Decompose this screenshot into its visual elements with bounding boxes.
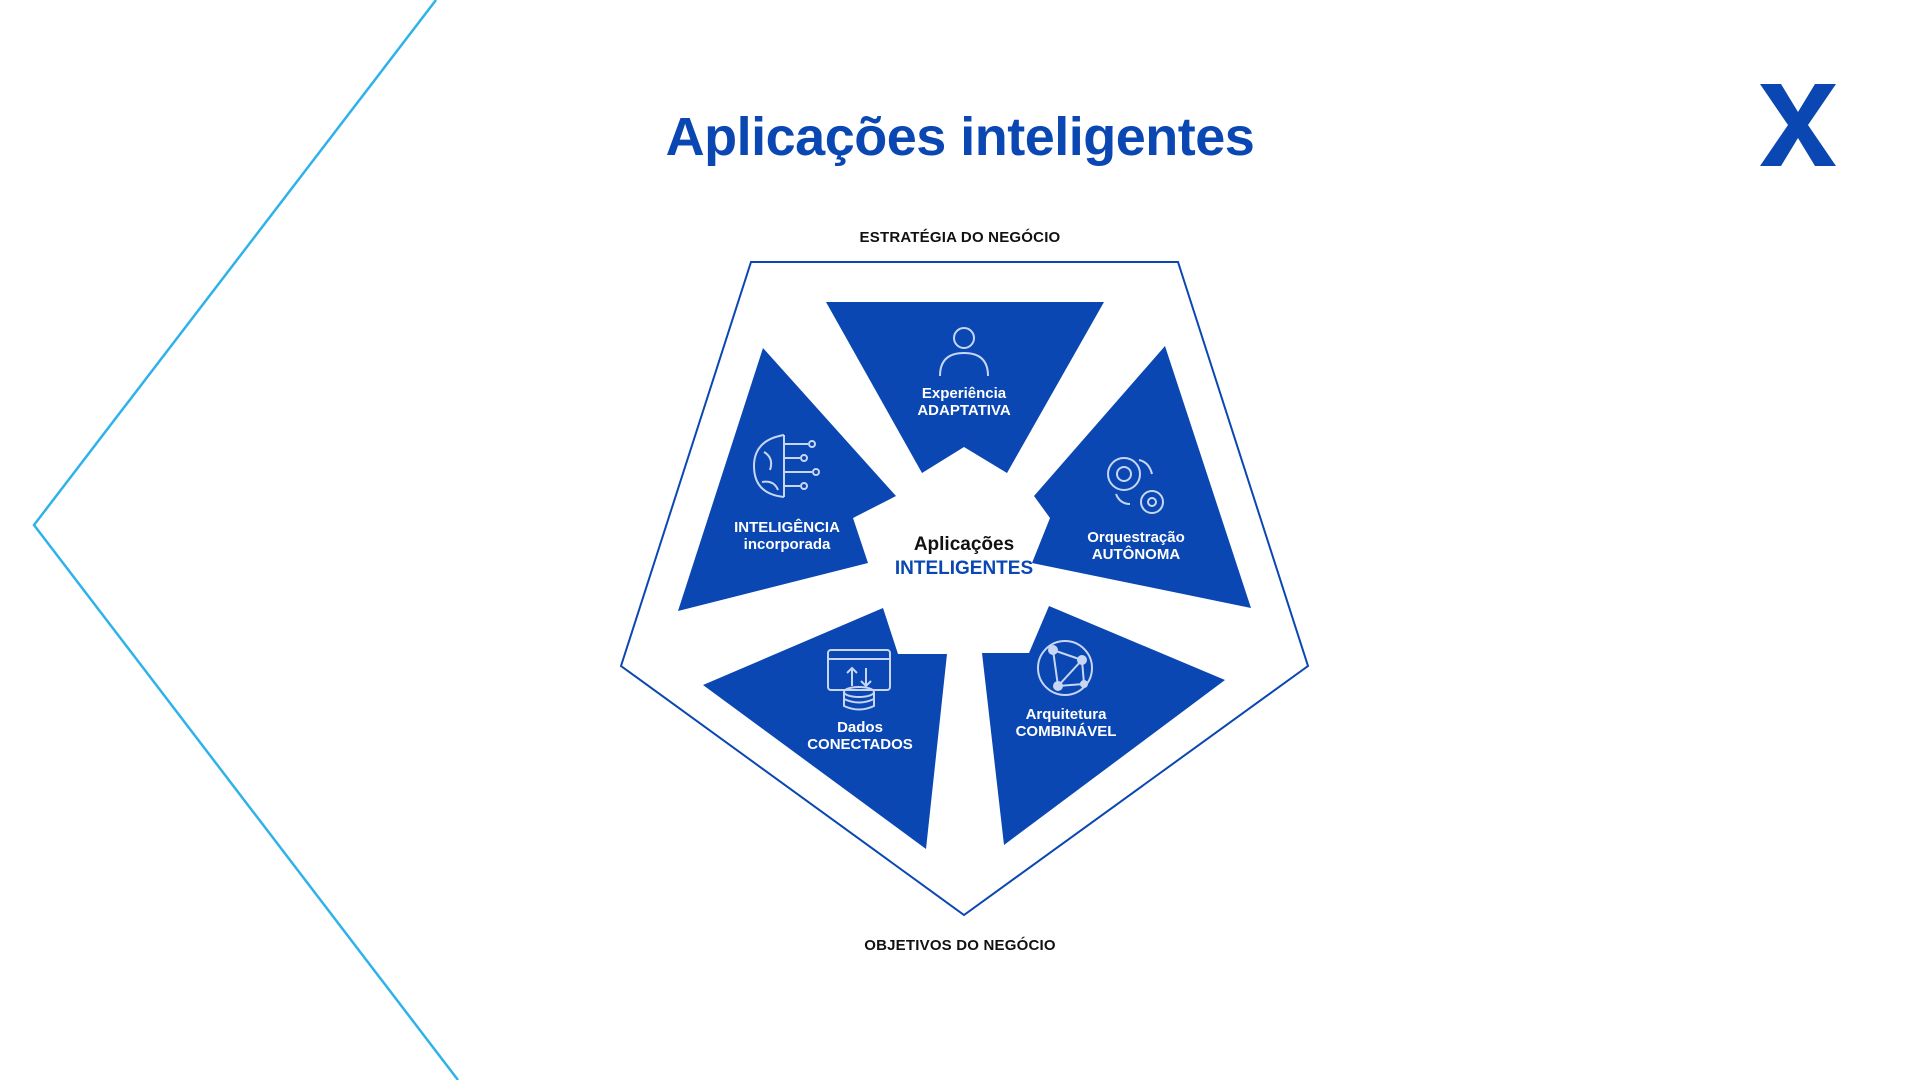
bottom-label-objetivos: OBJETIVOS DO NEGÓCIO (864, 937, 1056, 954)
top-label-estrategia: ESTRATÉGIA DO NEGÓCIO (859, 229, 1061, 246)
segment-inteligencia-triangle (678, 348, 896, 611)
segment-orquestracao-line1: Orquestração (1087, 529, 1185, 546)
segment-orquestracao-line2: AUTÔNOMA (1092, 545, 1180, 563)
segment-experiencia: Experiência ADAPTATIVA (826, 302, 1104, 473)
segment-arquitetura-triangle (982, 606, 1225, 845)
page-title: Aplicações inteligentes (665, 107, 1255, 167)
segment-experiencia-triangle (826, 302, 1104, 473)
segment-dados: Dados CONECTADOS (703, 608, 947, 849)
segment-arquitetura-line2: COMBINÁVEL (1016, 723, 1117, 740)
center-label-line1: Aplicações (914, 534, 1014, 555)
segment-experiencia-line2: ADAPTATIVA (917, 402, 1010, 419)
network-globe-icon (1037, 640, 1093, 696)
segment-orquestracao-triangle (1032, 346, 1251, 608)
segment-dados-line1: Dados (837, 719, 883, 736)
brain-circuit-icon (752, 434, 820, 498)
segment-arquitetura-line1: Arquitetura (1026, 706, 1107, 723)
segment-dados-line2: CONECTADOS (807, 736, 913, 753)
gears-icon (1107, 457, 1164, 514)
segment-arquitetura: Arquitetura COMBINÁVEL (982, 606, 1225, 845)
person-icon (939, 327, 989, 377)
x-logo-icon (1760, 84, 1836, 166)
segment-experiencia-line1: Experiência (922, 385, 1007, 402)
segment-dados-triangle (703, 608, 947, 849)
outer-pentagon (619, 261, 1310, 917)
database-transfer-icon (827, 649, 891, 711)
segment-orquestracao: Orquestração AUTÔNOMA (1032, 346, 1251, 608)
segment-inteligencia: INTELIGÊNCIA incorporada (678, 348, 896, 611)
segment-inteligencia-line2: incorporada (744, 536, 831, 553)
center-label-line2: INTELIGENTES (895, 558, 1033, 579)
segment-inteligencia-line1: INTELIGÊNCIA (734, 518, 840, 536)
